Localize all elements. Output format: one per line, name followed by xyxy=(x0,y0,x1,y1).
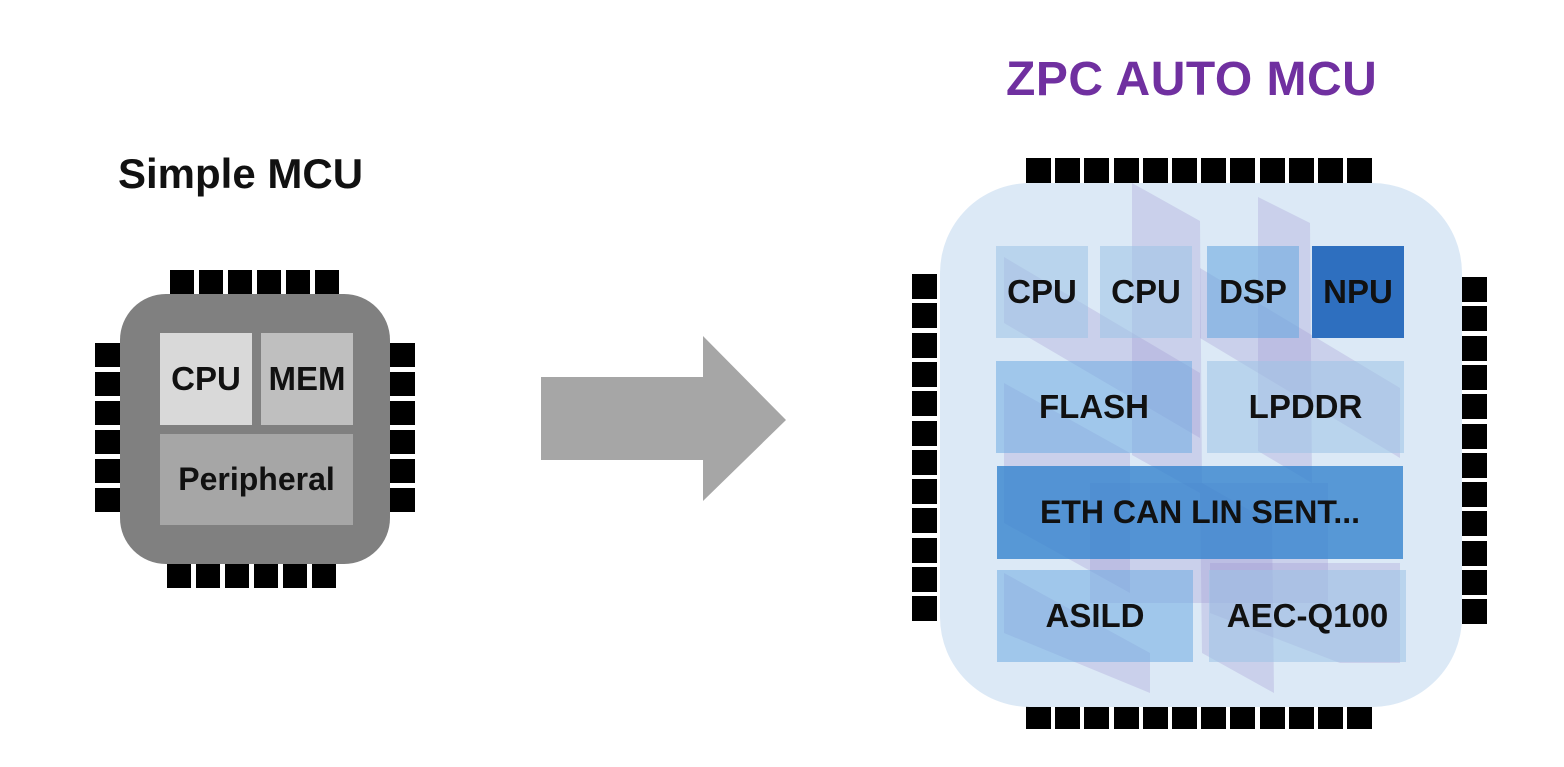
right-pin xyxy=(1462,394,1487,420)
right-pin xyxy=(1462,570,1487,595)
right-pin xyxy=(390,401,415,425)
bottom-pin xyxy=(1230,704,1256,729)
left-pin xyxy=(912,332,937,358)
bottom-pin xyxy=(1172,704,1197,729)
bottom-pin xyxy=(283,564,307,588)
top-pin xyxy=(1026,158,1051,183)
zpc-npu-block: NPU xyxy=(1312,246,1404,338)
top-pin xyxy=(286,270,310,294)
left-pin xyxy=(912,391,937,417)
zpc-cpu-block-2: CPU xyxy=(1100,246,1192,338)
bottom-pin xyxy=(1142,704,1168,729)
right-pin xyxy=(1462,335,1487,361)
top-pin xyxy=(1230,158,1256,183)
bottom-pin xyxy=(1318,704,1343,729)
left-pin xyxy=(95,488,120,512)
right-pin xyxy=(1462,599,1487,625)
top-pin xyxy=(1142,158,1168,183)
bottom-pin xyxy=(1201,704,1227,729)
top-pin xyxy=(1318,158,1343,183)
left-pin xyxy=(912,508,937,534)
left-pin xyxy=(912,303,937,329)
left-pin xyxy=(912,596,937,622)
right-pin xyxy=(1462,452,1487,478)
right-pin xyxy=(1462,482,1487,508)
top-pin xyxy=(228,270,252,294)
zpc-auto-mcu-title: ZPC AUTO MCU xyxy=(1006,53,1378,106)
bottom-pin xyxy=(225,564,249,588)
bottom-pin xyxy=(1084,704,1110,729)
simple-peripheral-block: Peripheral xyxy=(160,434,353,525)
left-pin xyxy=(95,401,120,425)
left-pin xyxy=(95,459,120,483)
simple-cpu-block: CPU xyxy=(160,333,252,425)
left-pin xyxy=(912,567,937,592)
right-pin xyxy=(1462,423,1487,449)
zpc-dsp-block: DSP xyxy=(1207,246,1299,338)
bottom-pin xyxy=(1288,704,1314,729)
zpc-interfaces-block: ETH CAN LIN SENT... xyxy=(997,466,1403,559)
top-pin xyxy=(199,270,223,294)
top-pin xyxy=(315,270,339,294)
left-pin xyxy=(912,449,937,475)
top-pin xyxy=(1347,158,1373,183)
right-pin xyxy=(390,459,415,483)
right-pin xyxy=(1462,277,1487,302)
left-pin xyxy=(912,479,937,505)
top-pin xyxy=(1201,158,1227,183)
left-pin xyxy=(912,274,937,299)
bottom-pin xyxy=(1113,704,1139,729)
zpc-aec-q100-block: AEC-Q100 xyxy=(1209,570,1406,662)
right-pin xyxy=(1462,364,1487,390)
bottom-pin xyxy=(312,564,336,588)
zpc-flash-block: FLASH xyxy=(996,361,1192,453)
top-pin xyxy=(1288,158,1314,183)
left-pin xyxy=(912,361,937,387)
right-pin xyxy=(1462,306,1487,332)
bottom-pin xyxy=(1259,704,1285,729)
top-pin xyxy=(257,270,281,294)
zpc-asild-block: ASILD xyxy=(997,570,1193,662)
zpc-cpu-block-1: CPU xyxy=(996,246,1088,338)
simple-mem-block: MEM xyxy=(261,333,353,425)
bottom-pin xyxy=(1347,704,1373,729)
simple-mcu-title: Simple MCU xyxy=(118,150,364,197)
left-pin xyxy=(95,372,120,396)
right-pin xyxy=(1462,540,1487,566)
right-pin xyxy=(1462,511,1487,537)
right-pin xyxy=(390,372,415,396)
left-pin xyxy=(95,343,120,367)
bottom-pin xyxy=(196,564,220,588)
right-pin xyxy=(390,488,415,512)
top-pin xyxy=(1055,158,1081,183)
bottom-pin xyxy=(1055,704,1081,729)
left-pin xyxy=(912,537,937,563)
right-pin xyxy=(390,430,415,454)
top-pin xyxy=(1084,158,1110,183)
bottom-pin xyxy=(254,564,278,588)
bottom-pin xyxy=(167,564,191,588)
right-arrow-icon xyxy=(541,336,786,501)
right-pin xyxy=(390,343,415,367)
left-pin xyxy=(912,420,937,446)
bottom-pin xyxy=(1026,704,1051,729)
zpc-lpddr-block: LPDDR xyxy=(1207,361,1404,453)
top-pin xyxy=(1172,158,1197,183)
top-pin xyxy=(1259,158,1285,183)
top-pin xyxy=(170,270,194,294)
top-pin xyxy=(1113,158,1139,183)
left-pin xyxy=(95,430,120,454)
